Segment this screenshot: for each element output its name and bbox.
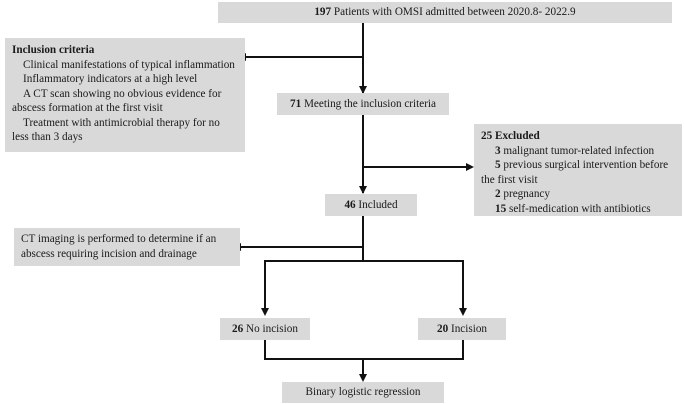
node-incision: 20 Incision [418, 318, 506, 340]
excluded-count: 25 [481, 130, 493, 142]
connector-no-incision-to-merge [264, 340, 266, 360]
excluded-title-label: Excluded [494, 130, 540, 142]
connector-split-to-incision [462, 260, 464, 310]
node-enrolled: 197 Patients with OMSI admitted between … [218, 2, 672, 23]
node-meeting-criteria-text: 71 Meeting the inclusion criteria [290, 97, 436, 112]
inclusion-criteria-item: A CT scan showing no obvious evidence fo… [12, 87, 222, 115]
merge-bar-analysis [264, 358, 464, 360]
inclusion-criteria-item: Clinical manifestations of typical infla… [23, 58, 235, 71]
connector-incision-to-merge [462, 340, 464, 360]
node-analysis: Binary logistic regression [282, 382, 444, 403]
excluded-item: 2 pregnancy [481, 187, 675, 202]
connector-split-to-no-incision [264, 260, 266, 310]
node-meeting-criteria-count: 71 [289, 97, 302, 110]
excluded-title: 25 Excluded [481, 129, 675, 144]
connector-meeting-to-included [362, 115, 364, 193]
node-incision-text: 20 Incision [437, 322, 487, 337]
split-bar-included [264, 260, 464, 262]
excluded-item-reason: malignant tumor-related infection [503, 144, 655, 157]
excluded-item-count: 2 [495, 188, 501, 201]
arrowhead-included [358, 186, 367, 194]
excluded-item: 15 self-medication with antibiotics [481, 202, 675, 217]
connector-enrolled-to-meeting [362, 23, 364, 93]
excluded-item-count: 15 [495, 202, 507, 215]
node-included-count: 46 [344, 198, 356, 211]
connector-to-excluded [362, 166, 467, 168]
node-included-label: Included [358, 198, 398, 211]
arrowhead-excluded [466, 162, 474, 171]
node-ct-imaging: CT imaging is performed to determine if … [14, 228, 240, 266]
excluded-item-count: 3 [495, 144, 501, 157]
node-incision-count: 20 [436, 322, 449, 335]
excluded-item-count: 5 [495, 159, 501, 172]
node-included: 46 Included [325, 194, 417, 216]
node-analysis-label: Binary logistic regression [305, 386, 421, 399]
node-meeting-criteria-label: Meeting the inclusion criteria [303, 97, 437, 110]
node-enrolled-label: Patients with OMSI admitted between 2020… [333, 6, 576, 19]
excluded-item-reason: pregnancy [503, 188, 550, 201]
inclusion-criteria-title: Inclusion criteria [12, 44, 95, 56]
node-no-incision-count: 26 [232, 322, 244, 335]
excluded-item-reason: self-medication with antibiotics [508, 202, 651, 215]
node-enrolled-text: 197 Patients with OMSI admitted between … [314, 5, 575, 20]
connector-included-to-split [362, 216, 364, 262]
node-no-incision: 26 No incision [220, 318, 310, 340]
arrowhead-incision [458, 308, 467, 316]
node-enrolled-count: 197 [314, 6, 332, 19]
node-included-text: 46 Included [344, 198, 397, 213]
inclusion-criteria-item: Inflammatory indicators at a high level [23, 73, 198, 86]
arrowhead-analysis [358, 374, 367, 382]
excluded-item-reason: previous surgical intervention before th… [481, 159, 669, 186]
node-meeting-criteria: 71 Meeting the inclusion criteria [277, 93, 449, 115]
excluded-item: 3 malignant tumor-related infection [481, 144, 675, 159]
connector-merge-to-analysis [362, 358, 364, 378]
node-no-incision-label: No incision [246, 322, 298, 335]
node-no-incision-text: 26 No incision [232, 322, 298, 337]
node-ct-imaging-label: CT imaging is performed to determine if … [21, 232, 217, 260]
connector-to-inclusion-criteria [245, 56, 363, 58]
connector-to-ct-imaging [240, 246, 364, 248]
node-excluded: 25 Excluded 3 malignant tumor-related in… [474, 124, 682, 216]
inclusion-criteria-item: Treatment with antimicrobial therapy for… [12, 116, 220, 144]
arrowhead-no-incision [260, 308, 269, 316]
node-incision-label: Incision [450, 322, 488, 335]
node-inclusion-criteria: Inclusion criteria Clinical manifestatio… [5, 38, 245, 152]
arrowhead-meeting [358, 86, 367, 94]
excluded-item: 5 previous surgical intervention before … [481, 158, 675, 187]
